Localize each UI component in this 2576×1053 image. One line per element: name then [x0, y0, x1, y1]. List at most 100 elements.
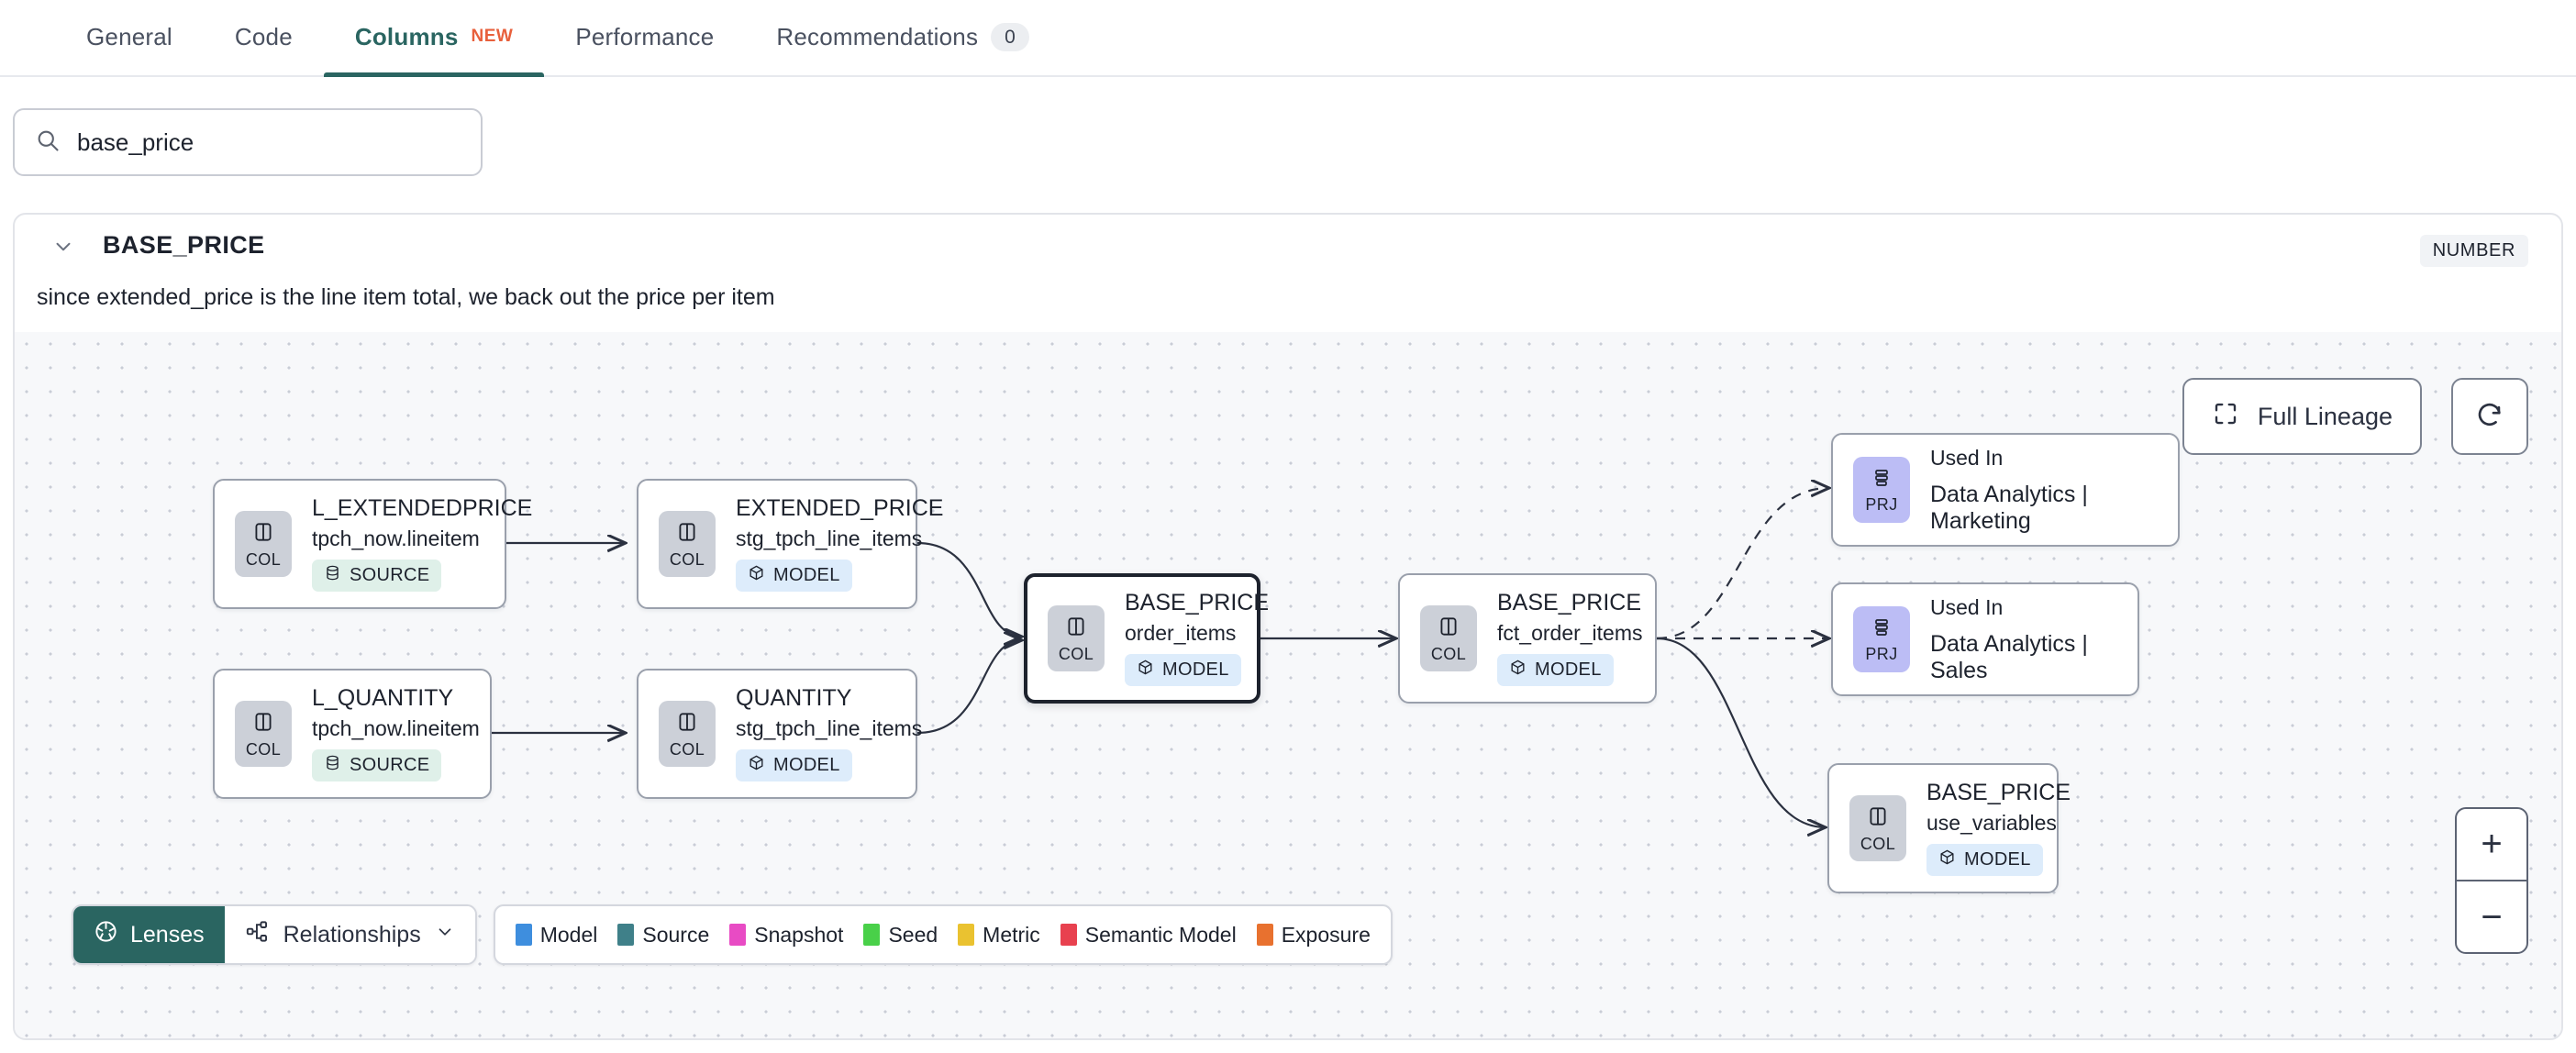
node-body: Used In Data Analytics | Marketing: [1930, 446, 2178, 535]
tab-performance[interactable]: Performance: [544, 0, 745, 75]
cube-icon: [1509, 659, 1527, 682]
search-input[interactable]: base_price: [13, 108, 483, 176]
node-used-in-label: Used In: [1930, 445, 2004, 470]
node-body: QUANTITY stg_tpch_line_items MODEL: [736, 686, 922, 781]
node-tag-model: MODEL: [1497, 653, 1614, 686]
aperture-icon: [94, 919, 118, 950]
column-icon: [675, 710, 699, 738]
legend-swatch: [1256, 924, 1273, 946]
search-value: base_price: [77, 127, 194, 156]
column-icon: [251, 520, 275, 549]
lineage-node-project-sales[interactable]: PRJ Used In Data Analytics | Sales: [1831, 582, 2139, 696]
full-lineage-button[interactable]: Full Lineage: [2182, 378, 2422, 455]
column-type-badge: NUMBER: [2419, 235, 2528, 267]
relationships-button[interactable]: Relationships: [224, 906, 475, 963]
node-used-in-label: Used In: [1930, 594, 2004, 619]
zoom-controls: + −: [2455, 807, 2528, 954]
lineage-node-base-price-order-items[interactable]: COL BASE_PRICE order_items MODEL: [1024, 573, 1269, 704]
col-chip-label: COL: [1058, 645, 1094, 663]
zoom-out-button[interactable]: −: [2481, 897, 2503, 937]
project-icon: [1871, 467, 1893, 493]
search-area: base_price: [13, 108, 483, 176]
refresh-button[interactable]: [2451, 378, 2528, 455]
lineage-bottom-toolbar: Lenses Relationships: [72, 904, 1393, 965]
tab-code[interactable]: Code: [204, 0, 324, 75]
node-tag-label: MODEL: [773, 754, 840, 775]
legend-swatch: [1060, 924, 1077, 946]
legend-swatch: [958, 924, 975, 946]
lens-relationship-group: Lenses Relationships: [72, 904, 477, 965]
col-icon-chip: COL: [235, 701, 292, 767]
node-body: BASE_PRICE order_items MODEL: [1125, 591, 1269, 686]
node-body: EXTENDED_PRICE stg_tpch_line_items MODEL: [736, 496, 943, 592]
legend-item-semantic-model: Semantic Model: [1060, 923, 1237, 948]
node-title: L_QUANTITY: [312, 685, 454, 712]
prj-icon-chip: PRJ: [1853, 606, 1910, 672]
tab-columns[interactable]: Columns NEW: [323, 0, 545, 77]
node-tag-source: SOURCE: [312, 748, 442, 781]
lineage-node-l-extendedprice[interactable]: COL L_EXTENDEDPRICE tpch_now.lineitem SO…: [213, 479, 532, 609]
hierarchy-icon: [245, 919, 270, 950]
node-tag-label: MODEL: [1535, 659, 1602, 680]
database-icon: [324, 754, 341, 777]
col-icon-chip: COL: [235, 511, 292, 577]
tab-label: Code: [234, 22, 293, 50]
node-body: L_QUANTITY tpch_now.lineitem SOURCE: [312, 686, 480, 781]
legend-label: Snapshot: [754, 922, 844, 947]
lineage-node-l-quantity[interactable]: COL L_QUANTITY tpch_now.lineitem SOURCE: [213, 669, 492, 799]
relationships-label: Relationships: [283, 921, 421, 948]
node-subtitle: tpch_now.lineitem: [312, 526, 480, 550]
node-tag-model: MODEL: [1125, 653, 1241, 686]
column-icon: [251, 710, 275, 738]
column-detail-panel: COL L_EXTENDEDPRICE tpch_now.lineitem SO…: [13, 213, 2563, 1040]
legend-label: Semantic Model: [1084, 922, 1237, 947]
lineage-node-project-marketing[interactable]: PRJ Used In Data Analytics | Marketing: [1831, 433, 2180, 547]
tab-recommendations[interactable]: Recommendations 0: [745, 0, 1060, 75]
node-type-legend: Model Source Snapshot Seed: [493, 904, 1393, 965]
column-icon: [1437, 615, 1460, 643]
node-title: EXTENDED_PRICE: [736, 495, 944, 522]
column-icon: [675, 520, 699, 549]
col-icon-chip: COL: [1420, 605, 1477, 671]
tab-label: Recommendations: [776, 22, 979, 50]
legend-item-metric: Metric: [958, 923, 1040, 948]
lineage-node-base-price-use-variables[interactable]: COL BASE_PRICE use_variables MODEL: [1827, 763, 2071, 893]
tab-list: General Code Columns NEW Performance Rec…: [0, 0, 1060, 77]
project-icon: [1871, 616, 1893, 643]
tab-general[interactable]: General: [55, 0, 204, 75]
node-subtitle: order_items: [1125, 620, 1237, 645]
node-subtitle: stg_tpch_line_items: [736, 526, 923, 550]
node-body: Used In Data Analytics | Sales: [1930, 595, 2137, 684]
prj-icon-chip: PRJ: [1853, 457, 1910, 523]
legend-label: Model: [539, 922, 598, 947]
col-chip-label: COL: [245, 550, 282, 569]
column-header: [15, 215, 2561, 334]
lineage-node-quantity[interactable]: COL QUANTITY stg_tpch_line_items MODEL: [637, 669, 922, 799]
node-project-name: Data Analytics | Marketing: [1930, 481, 2088, 534]
lenses-label: Lenses: [130, 921, 205, 948]
legend-swatch: [515, 924, 532, 946]
cube-icon: [748, 564, 765, 587]
col-icon-chip: COL: [1849, 795, 1906, 861]
expand-frame-icon: [2212, 400, 2239, 434]
lineage-canvas[interactable]: COL L_EXTENDEDPRICE tpch_now.lineitem SO…: [15, 332, 2561, 1038]
column-icon: [1866, 804, 1890, 833]
lineage-node-extended-price[interactable]: COL EXTENDED_PRICE stg_tpch_line_items M…: [637, 479, 943, 609]
node-body: L_EXTENDEDPRICE tpch_now.lineitem SOURCE: [312, 496, 532, 592]
cube-icon: [1137, 659, 1154, 682]
zoom-in-button[interactable]: +: [2457, 809, 2526, 881]
node-title: BASE_PRICE: [1125, 590, 1270, 616]
col-chip-label: COL: [245, 740, 282, 759]
refresh-icon: [2474, 399, 2505, 435]
legend-label: Metric: [983, 922, 1040, 947]
node-body: BASE_PRICE use_variables MODEL: [1926, 781, 2071, 876]
lineage-node-base-price-fct-order-items[interactable]: COL BASE_PRICE fct_order_items MODEL: [1398, 573, 1657, 704]
node-subtitle: use_variables: [1926, 810, 2057, 835]
lenses-button[interactable]: Lenses: [73, 906, 225, 963]
node-tag-label: MODEL: [1964, 848, 2031, 870]
legend-item-model: Model: [515, 922, 598, 948]
column-expand-toggle[interactable]: [51, 235, 75, 263]
database-icon: [324, 564, 341, 587]
prj-chip-label: PRJ: [1865, 645, 1898, 663]
